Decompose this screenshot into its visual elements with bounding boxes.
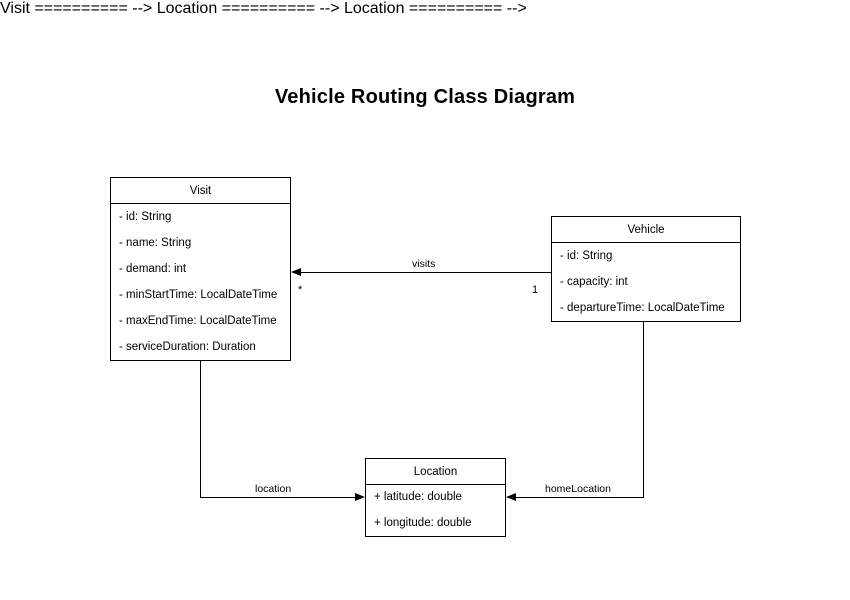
class-attributes-visit: - id: String - name: String - demand: in… (111, 204, 290, 360)
edge-label-homelocation: homeLocation (543, 483, 613, 495)
edge-location-vertical (200, 361, 201, 498)
class-name-location: Location (366, 459, 505, 485)
edge-homelocation-horizontal (510, 497, 644, 498)
class-name-vehicle: Vehicle (552, 217, 740, 243)
attribute-row: - serviceDuration: Duration (119, 340, 256, 353)
edge-label-visits: visits (410, 258, 438, 270)
multiplicity-visits-source: 1 (532, 284, 539, 296)
attribute-row: - name: String (119, 236, 192, 249)
class-attributes-vehicle: - id: String - capacity: int - departure… (552, 243, 740, 321)
class-name-visit: Visit (111, 178, 290, 204)
edge-homelocation-vertical (643, 322, 644, 498)
edge-label-location: location (253, 483, 294, 495)
edge-homelocation-arrowhead-icon (506, 492, 516, 501)
attribute-row: - maxEndTime: LocalDateTime (119, 314, 277, 327)
multiplicity-visits-target: * (298, 284, 303, 296)
attribute-row: + latitude: double (374, 491, 462, 504)
page-title: Vehicle Routing Class Diagram (274, 86, 576, 108)
edge-location-horizontal (200, 497, 361, 498)
class-box-location[interactable]: Location + latitude: double + longitude:… (365, 458, 506, 537)
attribute-row: + longitude: double (374, 516, 472, 529)
edge-visits-line (295, 272, 551, 273)
class-box-visit[interactable]: Visit - id: String - name: String - dema… (110, 177, 291, 361)
class-attributes-location: + latitude: double + longitude: double (366, 485, 505, 536)
attribute-row: - capacity: int (560, 275, 628, 288)
class-box-vehicle[interactable]: Vehicle - id: String - capacity: int - d… (551, 216, 741, 322)
edge-location-arrowhead-icon (355, 492, 365, 501)
attribute-row: - departureTime: LocalDateTime (560, 301, 725, 314)
attribute-row: - id: String (119, 210, 172, 223)
attribute-row: - minStartTime: LocalDateTime (119, 288, 278, 301)
attribute-row: - demand: int (119, 262, 187, 275)
attribute-row: - id: String (560, 249, 613, 262)
edge-visits-arrowhead-icon (291, 267, 301, 276)
